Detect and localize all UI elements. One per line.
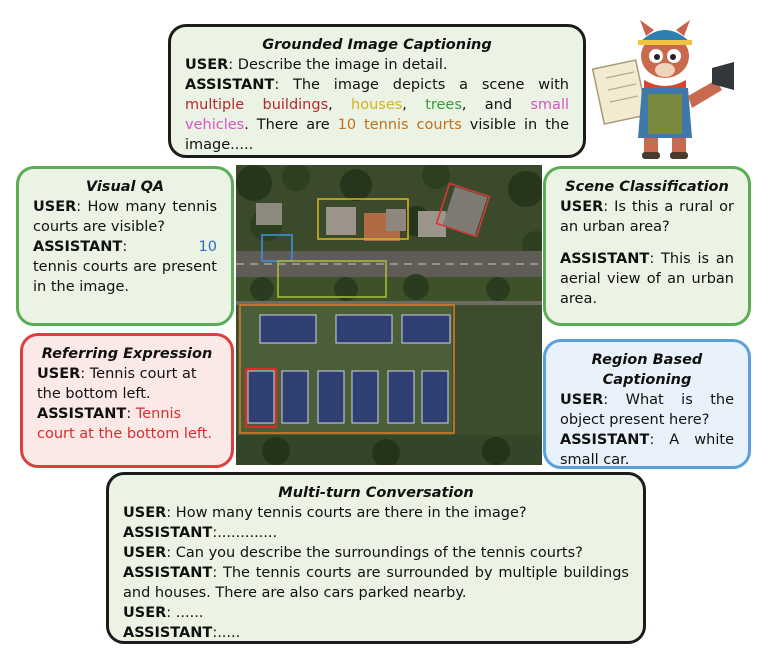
assistant-label: ASSISTANT — [560, 432, 650, 448]
visual-qa-title: Visual QA — [85, 179, 165, 195]
assistant-answer: Tennis court at the bottom left. — [37, 406, 213, 442]
phrase-courts: 10 tennis courts — [337, 117, 462, 133]
assistant-label: ASSISTANT — [123, 525, 213, 541]
llama-mascot-icon — [592, 20, 734, 159]
assistant-answer: tennis courts are present in the image. — [33, 259, 217, 295]
phrase-trees: trees — [425, 97, 462, 113]
grounded-captioning-text: USER: Describe the image in detail. ASSI… — [185, 55, 569, 155]
user-prompt: : How many tennis courts are visible? — [33, 199, 217, 235]
visual-qa-panel: Visual QA USER: How many tennis courts a… — [16, 166, 234, 326]
assistant-answer: : A white small car. — [560, 432, 734, 468]
user-label: USER — [123, 505, 167, 521]
user-prompt: : What is the object present here? — [560, 392, 734, 428]
region-captioning-text: USER: What is the object present here? A… — [560, 390, 734, 470]
trees-box — [277, 260, 387, 298]
assistant-answer: : This is an aerial view of an urban are… — [560, 251, 734, 307]
answer-number: 10 — [198, 239, 217, 255]
assistant-turn-3: :..... — [212, 625, 241, 641]
separator: , and — [461, 97, 531, 113]
scene-classification-text: USER: Is this a rural or an urban area? … — [560, 197, 734, 309]
user-prompt: : Tennis court at the bottom left. — [37, 366, 197, 402]
referring-expression-panel: Referring Expression USER: Tennis court … — [20, 333, 234, 468]
user-turn-2: : Can you describe the surroundings of t… — [166, 545, 583, 561]
assistant-label: ASSISTANT — [123, 565, 213, 581]
phrase-houses: houses — [351, 97, 403, 113]
assistant-turn-1: :............. — [212, 525, 278, 541]
assistant-label: ASSISTANT — [185, 77, 275, 93]
user-label: USER — [123, 605, 167, 621]
region-captioning-title: Region Based Captioning — [591, 352, 703, 388]
user-label: USER — [33, 199, 77, 215]
assistant-turn-2: : The tennis courts are surrounded by mu… — [123, 565, 629, 601]
visual-qa-text: USER: How many tennis courts are visible… — [33, 199, 217, 295]
scene-classification-title: Scene Classification — [565, 179, 729, 195]
user-label: USER — [560, 199, 604, 215]
bottom-left-court-box — [245, 368, 277, 428]
user-prompt: : Is this a rural or an urban area? — [560, 199, 734, 235]
assistant-label: ASSISTANT — [33, 239, 123, 255]
grounded-captioning-panel: Grounded Image Captioning USER: Describe… — [168, 24, 586, 158]
user-prompt: : Describe the image in detail. — [228, 57, 448, 73]
separator: , — [402, 97, 426, 113]
user-label: USER — [37, 366, 81, 382]
courts-box — [239, 304, 455, 434]
assistant-text: . There are — [244, 117, 338, 133]
grounded-captioning-title: Grounded Image Captioning — [262, 37, 492, 53]
assistant-label: ASSISTANT — [560, 251, 650, 267]
user-label: USER — [123, 545, 167, 561]
user-label: USER — [185, 57, 229, 73]
houses-box — [317, 198, 409, 240]
assistant-label: ASSISTANT — [123, 625, 213, 641]
separator: , — [328, 97, 352, 113]
assistant-text: : The image depicts a scene with — [274, 77, 569, 93]
referring-expression-title: Referring Expression — [41, 346, 213, 362]
multi-turn-panel: Multi-turn Conversation USER: How many t… — [106, 472, 646, 644]
user-turn-1: : How many tennis courts are there in th… — [166, 505, 527, 521]
assistant-label: ASSISTANT — [37, 406, 127, 422]
scene-classification-panel: Scene Classification USER: Is this a rur… — [543, 166, 751, 326]
referring-expression-text: USER: Tennis court at the bottom left. A… — [37, 366, 213, 442]
aerial-image — [236, 165, 542, 465]
car-box — [261, 234, 293, 262]
multi-turn-title: Multi-turn Conversation — [278, 485, 474, 501]
region-captioning-panel: Region Based Captioning USER: What is th… — [543, 339, 751, 469]
building-box — [435, 182, 491, 238]
assistant-text: visible in the image..... — [185, 117, 569, 153]
user-label: USER — [560, 392, 604, 408]
phrase-vehicles: small vehicles — [185, 97, 569, 133]
user-turn-3: : ...... — [166, 605, 204, 621]
multi-turn-text: USER: How many tennis courts are there i… — [123, 503, 629, 643]
phrase-buildings: multiple buildings — [185, 97, 329, 113]
